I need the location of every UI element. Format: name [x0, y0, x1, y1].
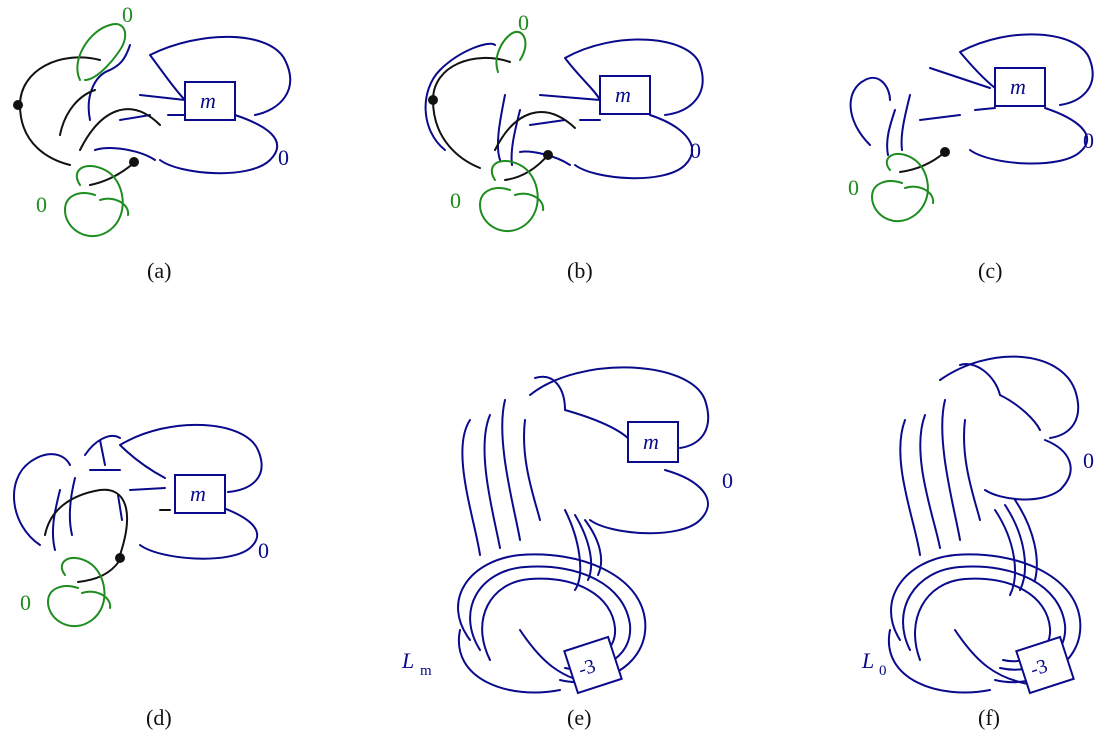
blue-framing: 0	[258, 538, 269, 563]
m-box	[994, 67, 1046, 107]
panel-f: -3 0 L 0 (f)	[861, 355, 1094, 730]
panel-a: m 0 0 0 (a)	[13, 2, 292, 283]
m-box-label: m	[200, 88, 216, 113]
blue-link-L0	[887, 355, 1082, 694]
green-framing-bottom: 0	[450, 188, 461, 213]
green-unknot	[76, 23, 127, 81]
m-box-label: m	[643, 429, 659, 454]
m-box	[627, 421, 679, 463]
twist-box-label: -3	[576, 655, 599, 681]
caption: (b)	[567, 258, 593, 283]
link-label: L	[861, 648, 874, 673]
black-arc	[19, 56, 161, 186]
m-box	[184, 81, 236, 121]
green-trefoil	[478, 160, 545, 232]
panel-b: m 0 0 0 (b)	[424, 10, 704, 283]
caption: (e)	[567, 705, 591, 730]
blue-component	[87, 35, 292, 175]
green-framing-top: 0	[518, 10, 529, 35]
blue-framing: 0	[722, 468, 733, 493]
link-label: L	[401, 648, 414, 673]
panel-c: m 0 0 (c)	[848, 33, 1094, 283]
dotted-circle-marker	[115, 553, 125, 563]
green-trefoil	[870, 152, 935, 222]
green-trefoil	[46, 556, 112, 627]
blue-framing: 0	[690, 138, 701, 163]
twist-box	[1015, 635, 1075, 695]
blue-framing: 0	[1083, 448, 1094, 473]
link-label-subscript: 0	[879, 663, 887, 679]
m-box-label: m	[1010, 74, 1026, 99]
dotted-circle-marker	[543, 150, 553, 160]
caption: (a)	[147, 258, 171, 283]
black-arc	[44, 488, 171, 583]
blue-component	[849, 33, 1094, 165]
m-box	[599, 75, 651, 115]
dotted-circle-marker	[129, 157, 139, 167]
twist-box	[563, 635, 623, 695]
blue-component	[13, 423, 263, 560]
black-arc	[432, 57, 576, 181]
green-framing-top: 0	[122, 2, 133, 27]
dotted-circle-marker	[940, 147, 950, 157]
green-trefoil	[63, 165, 130, 237]
m-box	[174, 474, 226, 514]
m-box-label: m	[615, 82, 631, 107]
dotted-circle-marker	[428, 95, 438, 105]
caption: (f)	[978, 705, 1000, 730]
green-framing-bottom: 0	[36, 192, 47, 217]
green-unknot	[495, 30, 527, 73]
green-framing-bottom: 0	[20, 590, 31, 615]
blue-framing: 0	[278, 145, 289, 170]
panel-e: m -3 0 L m (e)	[401, 366, 733, 730]
dotted-circle-marker	[13, 100, 23, 110]
panel-d: m 0 0 (d)	[13, 423, 269, 730]
blue-framing: 0	[1083, 128, 1094, 153]
m-box-label: m	[190, 481, 206, 506]
green-framing-bottom: 0	[848, 175, 859, 200]
caption: (c)	[978, 258, 1002, 283]
link-label-subscript: m	[420, 663, 432, 679]
caption: (d)	[146, 705, 172, 730]
twist-box-label: -3	[1028, 655, 1051, 681]
blue-link-Lm	[457, 366, 710, 694]
